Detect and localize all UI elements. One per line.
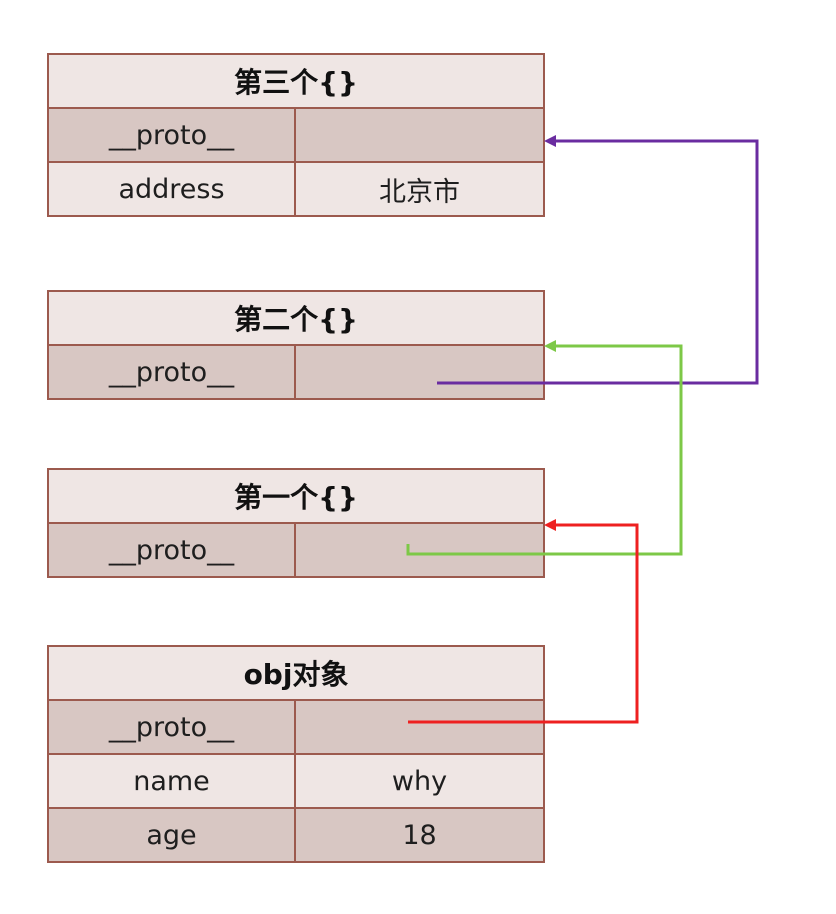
- obj-age-key: age: [47, 807, 296, 863]
- obj-name-value: why: [293, 753, 546, 809]
- second-object-title: 第二个{}: [47, 290, 545, 346]
- third-proto-value: [294, 107, 545, 163]
- arrow-head-purple: [544, 135, 556, 147]
- obj-object-title: obj对象: [46, 645, 546, 701]
- second-object-table: 第二个{} __proto__: [47, 290, 545, 400]
- third-address-key: address: [47, 161, 296, 217]
- third-object-title: 第三个{}: [47, 53, 545, 109]
- obj-proto-value: [293, 699, 546, 755]
- obj-object-table: obj对象 __proto__ name why age 18: [46, 645, 546, 863]
- obj-name-key: name: [47, 753, 296, 809]
- third-object-table: 第三个{} __proto__ address 北京市: [47, 53, 545, 217]
- first-object-title: 第一个{}: [47, 468, 545, 524]
- arrow-head-green: [544, 340, 556, 352]
- third-address-value: 北京市: [294, 161, 545, 217]
- second-proto-key: __proto__: [47, 344, 296, 400]
- first-object-table: 第一个{} __proto__: [47, 468, 545, 578]
- obj-age-value: 18: [293, 807, 546, 863]
- obj-proto-key: __proto__: [47, 699, 296, 755]
- first-proto-value: [294, 522, 545, 578]
- second-proto-value: [294, 344, 545, 400]
- arrow-head-red: [544, 519, 556, 531]
- third-proto-key: __proto__: [47, 107, 296, 163]
- first-proto-key: __proto__: [47, 522, 296, 578]
